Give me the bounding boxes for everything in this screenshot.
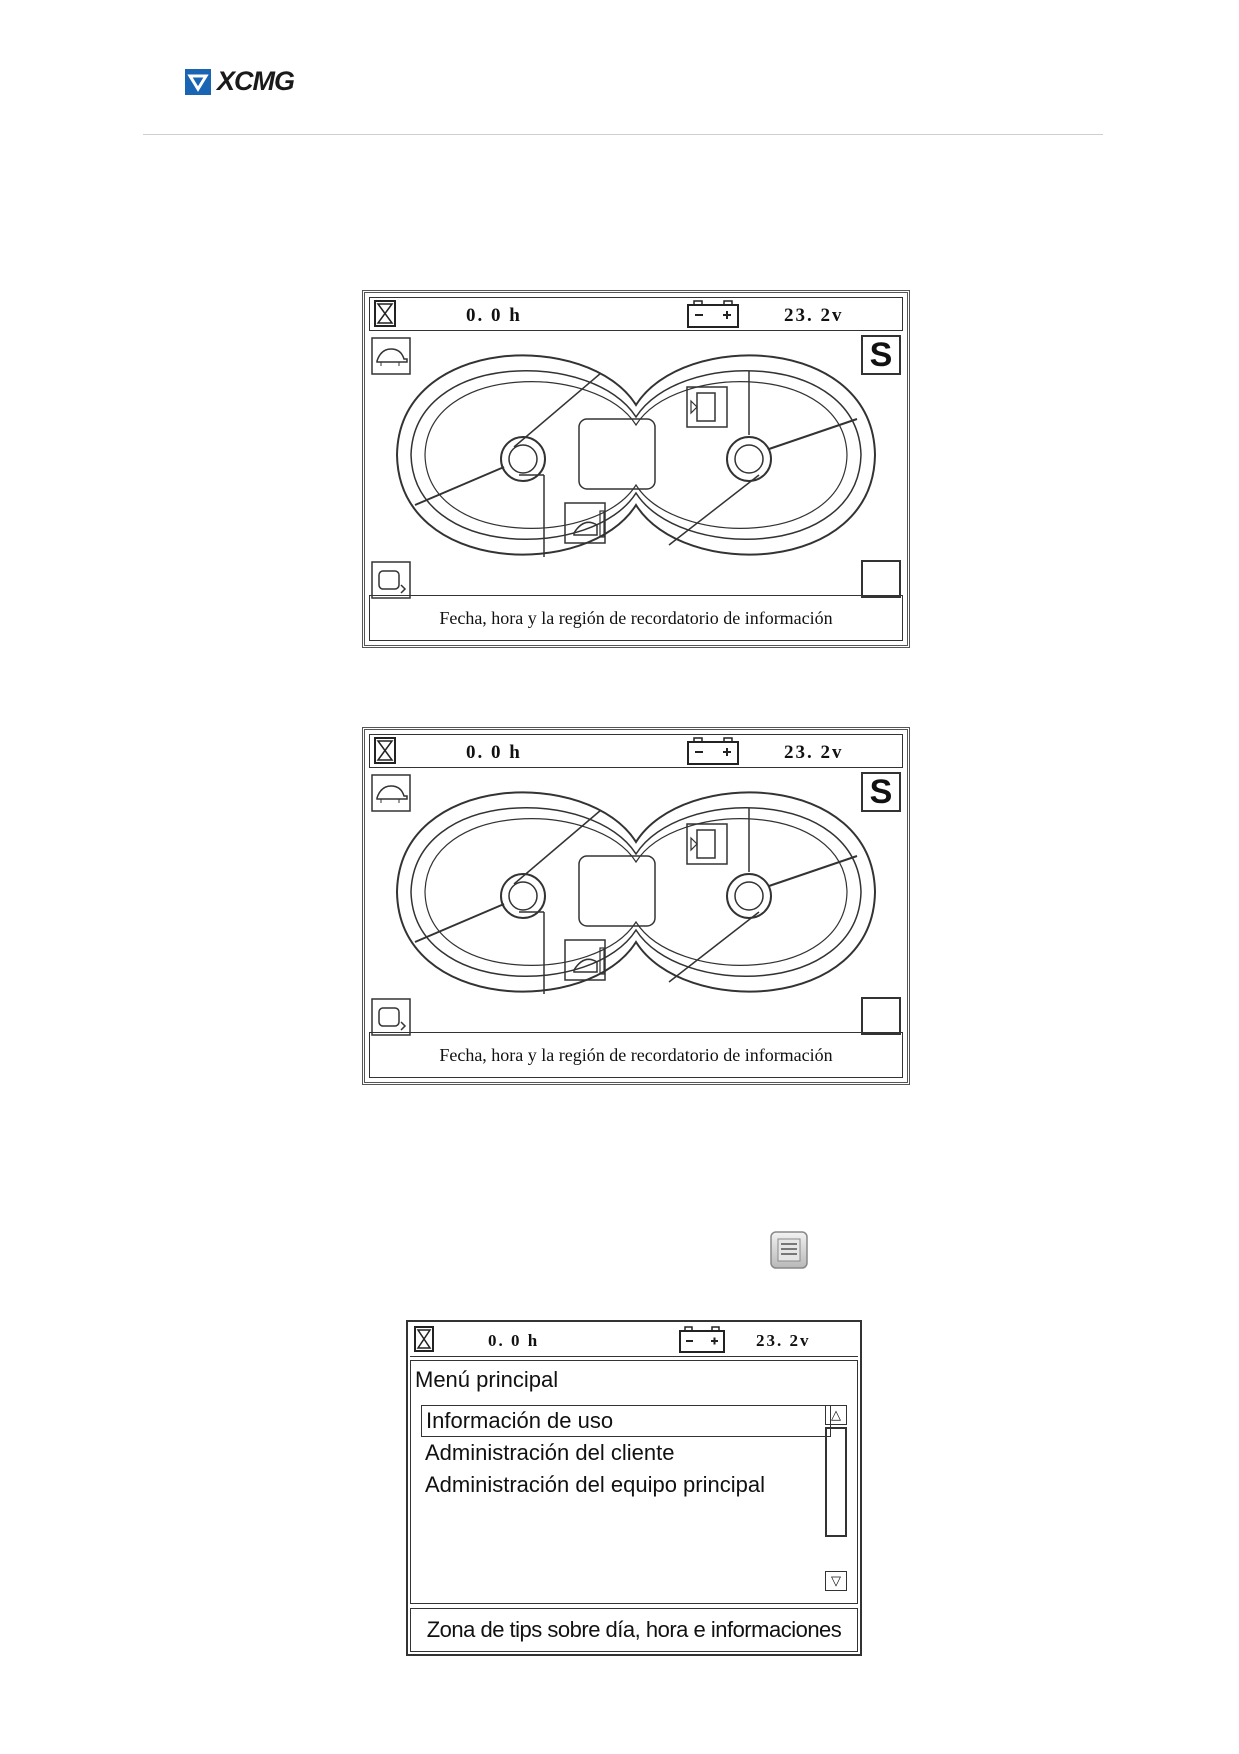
battery-icon [687,737,739,765]
menu-list: Información de uso Administración del cl… [421,1405,831,1501]
empty-indicator-box [861,997,901,1035]
dashboard-screen-2: 0. 0 h 23. 2v S [362,727,910,1085]
menu-panel: Menú principal Información de uso Admini… [410,1360,858,1604]
menu-title: Menú principal [415,1367,559,1392]
menu-scrollbar[interactable]: △ ▽ [825,1405,847,1591]
xcmg-logo: XCMG [185,66,295,97]
menu-button-icon[interactable] [770,1231,808,1269]
menu-item-usage-info[interactable]: Información de uso [421,1405,831,1437]
scroll-thumb[interactable] [825,1427,847,1537]
battery-voltage: 23. 2v [784,305,844,326]
engine-hours: 0. 0 h [488,1331,540,1350]
battery-voltage: 23. 2v [784,742,844,763]
battery-voltage: 23. 2v [756,1331,811,1350]
status-bar: 0. 0 h 23. 2v [410,1324,858,1357]
logo-mark-icon [185,68,211,95]
work-mode-indicator: S [861,335,901,375]
scroll-up-button[interactable]: △ [825,1405,847,1425]
info-bar: Zona de tips sobre día, hora e informaci… [410,1608,858,1652]
engine-icon [371,561,411,599]
menu-item-customer-admin[interactable]: Administración del cliente [425,1440,675,1465]
gauge-cluster [395,354,877,557]
battery-icon [687,300,739,328]
menu-item-main-equipment-admin[interactable]: Administración del equipo principal [425,1472,765,1497]
turtle-slow-mode-icon [371,337,411,375]
empty-indicator-box [861,560,901,598]
status-bar: 0. 0 h 23. 2v [369,297,903,331]
hourglass-icon [374,300,396,327]
info-bar: Fecha, hora y la región de recordatorio … [369,1032,903,1078]
info-bar: Fecha, hora y la región de recordatorio … [369,595,903,641]
header-divider [143,134,1103,135]
logo-text: XCMG [217,66,295,96]
status-bar: 0. 0 h 23. 2v [369,734,903,768]
hourglass-icon [374,737,396,764]
turtle-slow-mode-icon [371,774,411,812]
engine-icon [371,998,411,1036]
hourglass-icon [414,1326,434,1352]
gauge-cluster [395,791,877,994]
engine-hours: 0. 0 h [466,305,522,326]
work-mode-indicator: S [861,772,901,812]
main-menu-screen: 0. 0 h 23. 2v Menú principal Información… [406,1320,862,1656]
dashboard-screen-1: 0. 0 h 23. 2v S [362,290,910,648]
engine-hours: 0. 0 h [466,742,522,763]
battery-icon [679,1326,725,1353]
scroll-down-button[interactable]: ▽ [825,1571,847,1591]
